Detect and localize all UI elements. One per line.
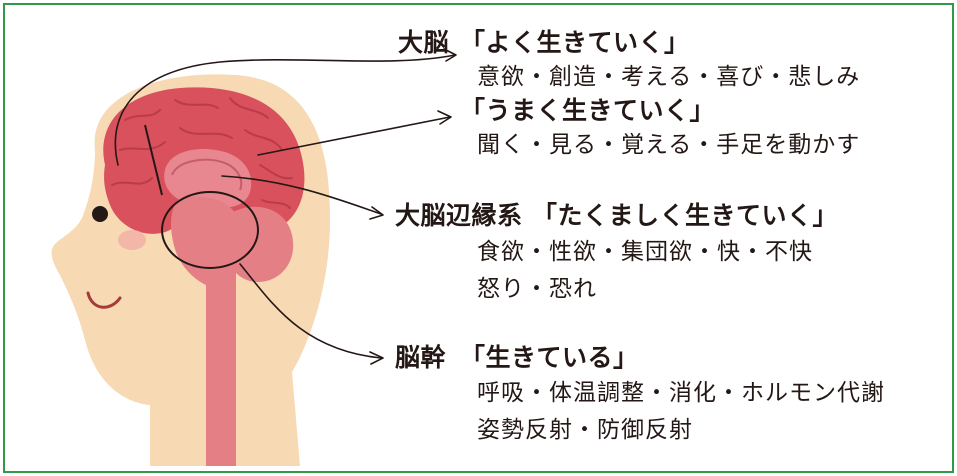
cheek — [118, 230, 146, 250]
brainstem-role: 「生きている」 — [460, 343, 639, 372]
cerebrum-functions-1: 意欲・創造・考える・喜び・悲しみ — [477, 64, 861, 90]
cerebrum-functions-2: 聞く・見る・覚える・手足を動かす — [477, 132, 861, 158]
brainstem-name: 脳幹 — [395, 343, 447, 372]
limbic-role: 「たくましく生きていく」 — [532, 201, 839, 230]
arrow-cerebrum-lower-head — [437, 110, 452, 125]
arrow-brainstem — [239, 263, 382, 359]
limbic-functions-1: 食欲・性欲・集団欲・快・不快 — [477, 239, 813, 265]
brainstem-functions-1: 呼吸・体温調整・消化・ホルモン代謝 — [477, 380, 885, 406]
mouth — [86, 291, 122, 309]
cerebrum-folds — [111, 97, 293, 209]
cerebrum-role-1: 「よく生きていく」 — [460, 28, 690, 57]
cerebellum — [226, 206, 294, 282]
eye — [92, 206, 108, 222]
limbic-name: 大脳辺縁系 — [395, 201, 523, 230]
arrow-limbic — [221, 175, 382, 215]
arrow-cerebrum-upper-head — [443, 48, 457, 62]
brainstem-functions-2: 姿勢反射・防御反射 — [477, 417, 693, 443]
cerebrum-divider — [144, 124, 163, 196]
arrow-cerebrum-upper — [114, 54, 456, 166]
limbic-fold — [171, 158, 243, 191]
brainstem-highlight-ring — [161, 191, 259, 269]
cerebrum-name: 大脳 — [398, 28, 450, 57]
arrow-limbic-head — [369, 206, 384, 220]
cerebrum-role-2: 「うまく生きていく」 — [460, 96, 716, 125]
arrow-brainstem-head — [369, 351, 384, 365]
limbic-functions-2: 怒り・恐れ — [477, 276, 597, 302]
arrow-cerebrum-lower — [257, 116, 451, 156]
